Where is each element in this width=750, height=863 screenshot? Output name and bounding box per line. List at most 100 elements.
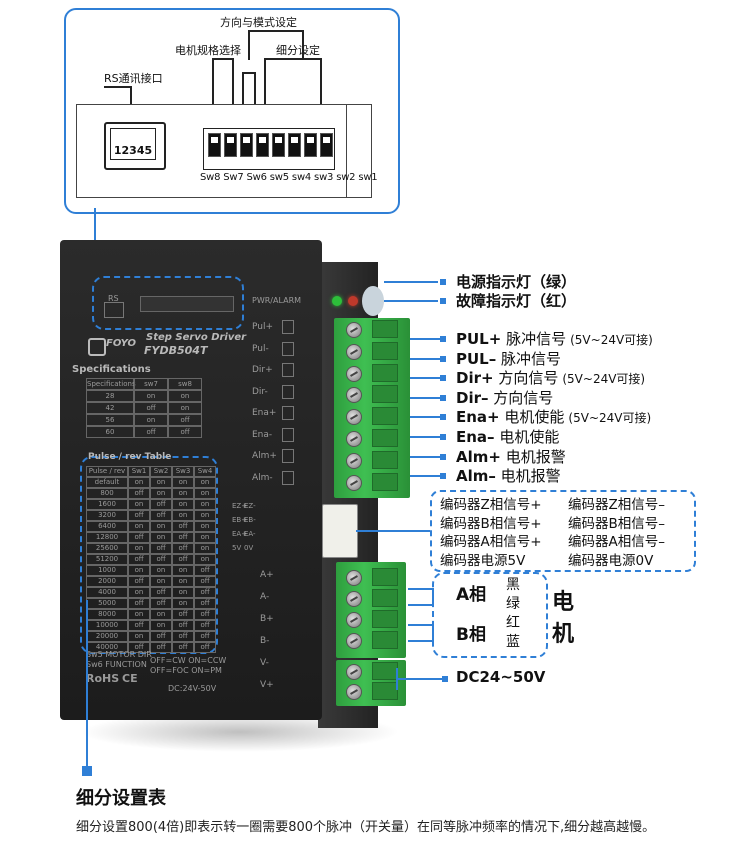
device-signal-label: Dir- — [252, 386, 268, 397]
pulse-header-cell: Pulse / rev — [86, 466, 128, 477]
signal-marker — [440, 394, 446, 401]
fault-led-label: 故障指示灯（红） — [456, 292, 577, 310]
pulse-cell: off — [128, 642, 150, 653]
phase-a-bracket — [432, 588, 434, 606]
device-signal-terminal-icon — [282, 363, 294, 377]
pulse-cell: on — [128, 565, 150, 576]
signal-leader — [410, 377, 440, 380]
phase-a-leader-bot — [408, 604, 434, 606]
spec-cell: off — [134, 402, 168, 414]
pulse-cell: on — [172, 598, 194, 609]
pulse-cell: 8000 — [86, 609, 128, 620]
dip-switch-4[interactable] — [272, 133, 285, 157]
pulse-cell: 10000 — [86, 620, 128, 631]
dip-switch-3[interactable] — [288, 133, 301, 157]
pulse-header-cell: Sw4 — [194, 466, 216, 477]
terminal-screw — [346, 387, 362, 404]
terminal-slot — [372, 568, 398, 586]
terminal-slot — [372, 320, 398, 338]
spec-cell: off — [134, 426, 168, 438]
signal-note: (5V~24V可接) — [562, 372, 646, 387]
device-signal-label: Pul- — [252, 343, 269, 354]
device-signal-label: Ena+ — [252, 408, 277, 418]
spec-cell: on — [134, 414, 168, 426]
signal-description: 方向信号 — [493, 388, 554, 407]
pulse-cell: on — [150, 477, 172, 488]
device-encoder-label: EZ+ — [232, 502, 248, 510]
device-motor-label: V+ — [260, 680, 274, 690]
dip-switch-8[interactable] — [208, 133, 221, 157]
signal-code: PUL– — [456, 349, 497, 368]
wire-color-red: 红 — [506, 615, 520, 631]
spec-cell: 56 — [86, 414, 134, 426]
pulse-header-cell: Sw1 — [128, 466, 150, 477]
pulse-cell: on — [194, 521, 216, 532]
dip-switch-1[interactable] — [320, 133, 333, 157]
signal-marker — [440, 414, 446, 421]
pulse-cell: off — [128, 576, 150, 587]
pulse-cell: 12800 — [86, 532, 128, 543]
pulse-cell: off — [128, 598, 150, 609]
pulse-cell: off — [194, 609, 216, 620]
device-encoder-label: 0V — [244, 544, 254, 552]
pulse-cell: off — [172, 642, 194, 653]
dip-switch-7[interactable] — [224, 133, 237, 157]
signal-marker — [440, 336, 446, 342]
signal-leader — [410, 455, 440, 458]
signal-annotation: PUL+ 脉冲信号(5V~24V可接) — [456, 328, 653, 349]
pulse-cell: off — [150, 587, 172, 598]
spec-header-cell: sw7 — [134, 378, 168, 390]
signal-marker — [440, 355, 446, 362]
pulse-cell: 5000 — [86, 598, 128, 609]
spec-cell: on — [168, 402, 202, 414]
motor-spec-label: 电机规格选择 — [175, 44, 241, 57]
pulse-cell: off — [194, 576, 216, 587]
plate-edge — [346, 105, 371, 197]
section-description: 细分设置800(4倍)即表示转一圈需要800个脉冲（开关量）在同等脉冲频率的情况… — [76, 820, 656, 835]
pulse-heading: Pulse / rev Table — [88, 452, 172, 462]
phase-b-leader-top — [408, 624, 434, 626]
wire-color-black: 黑 — [506, 577, 520, 593]
dip-switch-6[interactable] — [240, 133, 253, 157]
pulse-cell: off — [150, 543, 172, 554]
spec-heading: Specifications — [72, 364, 151, 375]
pulse-cell: on — [172, 488, 194, 499]
terminal-slot — [372, 407, 398, 426]
rs-port-label: RS通讯接口 — [104, 72, 163, 85]
pulse-cell: off — [150, 554, 172, 565]
device-encoder-label: EA- — [244, 530, 256, 538]
device-signal-label: Dir+ — [252, 365, 273, 375]
pulse-cell: off — [172, 631, 194, 642]
dip-switch-5[interactable] — [256, 133, 269, 157]
terminal-screw — [346, 684, 362, 700]
device-encoder-label: EA+ — [232, 530, 248, 538]
signal-marker — [440, 375, 446, 382]
spec-cell: off — [168, 426, 202, 438]
pulse-cell: off — [128, 488, 150, 499]
pulse-cell: default — [86, 477, 128, 488]
pulse-cell: on — [194, 488, 216, 499]
dip-switch-2[interactable] — [304, 133, 317, 157]
pulse-cell: on — [150, 521, 172, 532]
terminal-screw — [346, 409, 362, 426]
device-signal-terminal-icon — [282, 470, 294, 485]
spec-header-cell: sw8 — [168, 378, 202, 390]
pulse-cell: off — [150, 499, 172, 510]
pulse-cell: on — [172, 477, 194, 488]
terminal-screw — [346, 664, 362, 680]
pwr-alarm-label: PWR/ALARM — [252, 296, 302, 305]
device-motor-label: V- — [260, 658, 269, 668]
brand-name: FOYO — [106, 338, 136, 349]
pulse-cell: 2000 — [86, 576, 128, 587]
pulse-cell: off — [150, 642, 172, 653]
pulse-cell: on — [194, 543, 216, 554]
signal-leader — [410, 338, 440, 340]
signal-leader — [410, 357, 440, 360]
